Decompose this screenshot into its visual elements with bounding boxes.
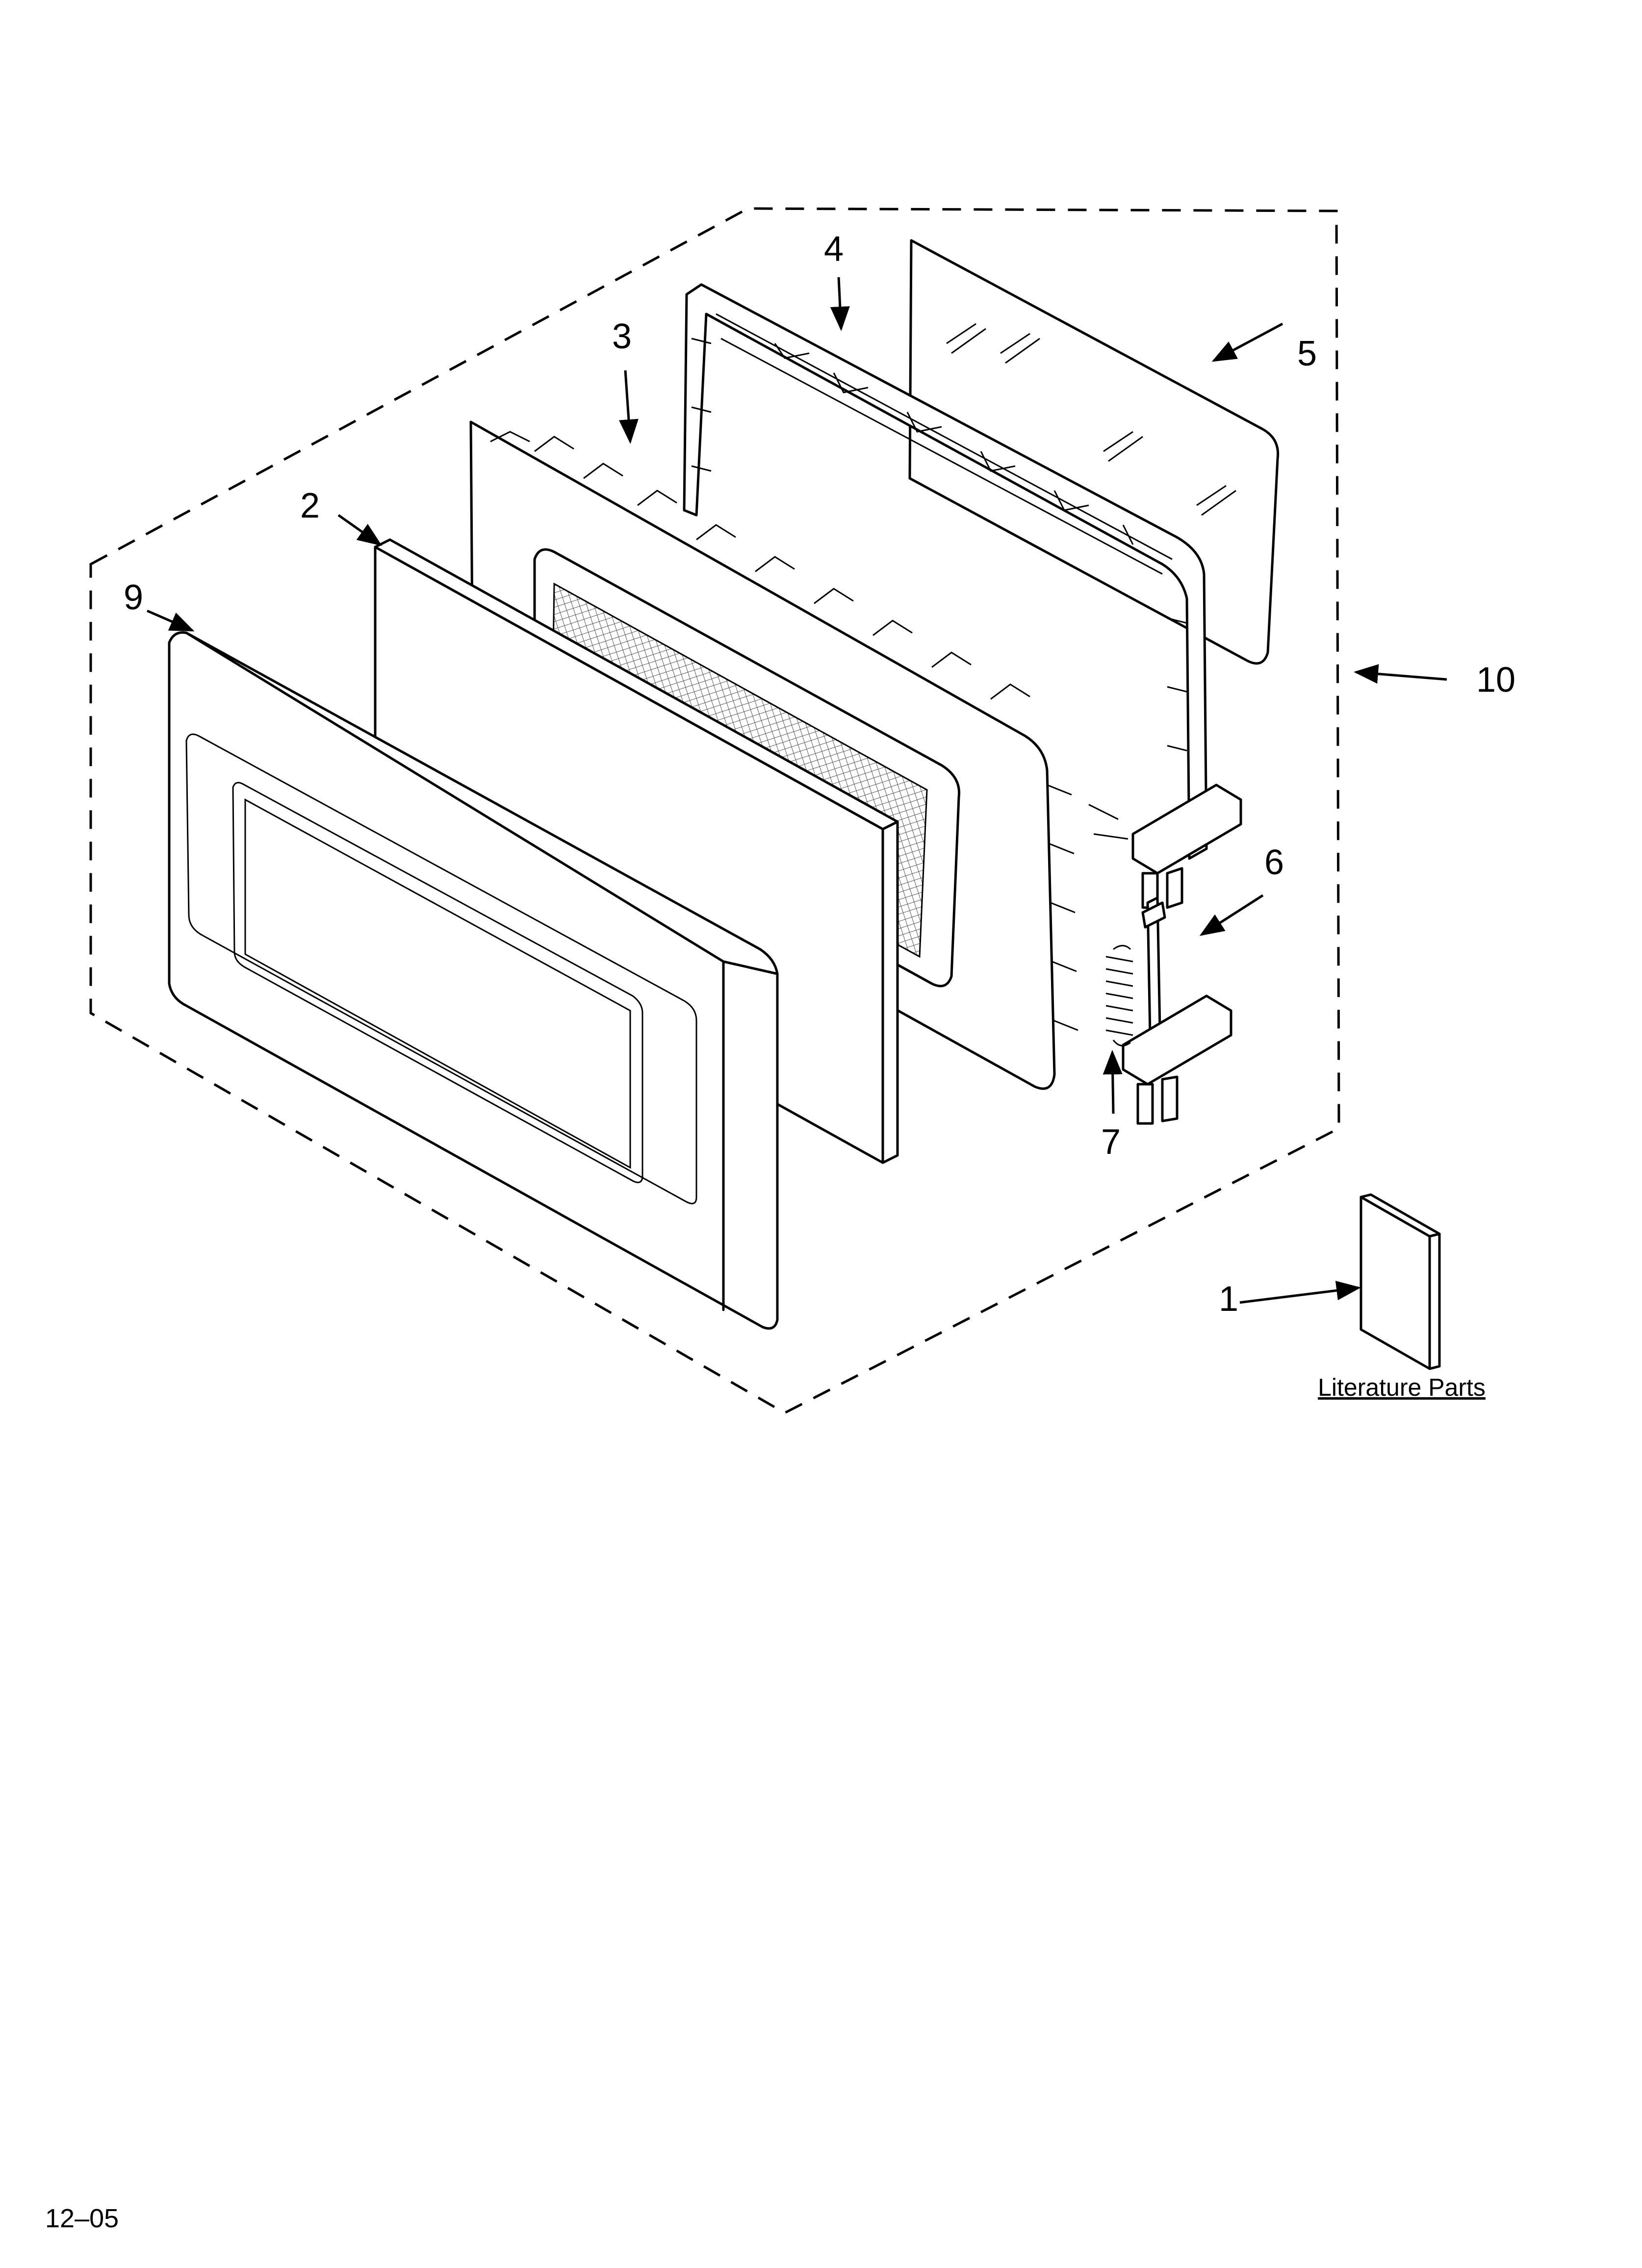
door-front-part-9 (168, 631, 779, 1330)
callout-2: 2 (300, 486, 320, 525)
callout-7: 7 (1101, 1122, 1121, 1162)
choke-frame-part-4 (683, 283, 1208, 860)
assembly-boundary (89, 207, 1340, 1414)
callout-9: 9 (124, 578, 143, 617)
leader-arrows (147, 277, 1447, 1304)
callout-5: 5 (1297, 334, 1317, 373)
latch-part-6 (1088, 783, 1242, 1125)
literature-parts-caption: Literature Parts (1318, 1374, 1486, 1401)
callout-1: 1 (1219, 1279, 1238, 1319)
callout-3: 3 (612, 317, 632, 356)
callout-6: 6 (1264, 843, 1284, 882)
callout-4: 4 (824, 230, 844, 269)
spring-part-7 (1105, 945, 1133, 1046)
callout-10: 10 (1476, 660, 1515, 700)
footer-revision-code: 12–05 (45, 2204, 119, 2233)
literature-part-1 (1360, 1193, 1441, 1370)
